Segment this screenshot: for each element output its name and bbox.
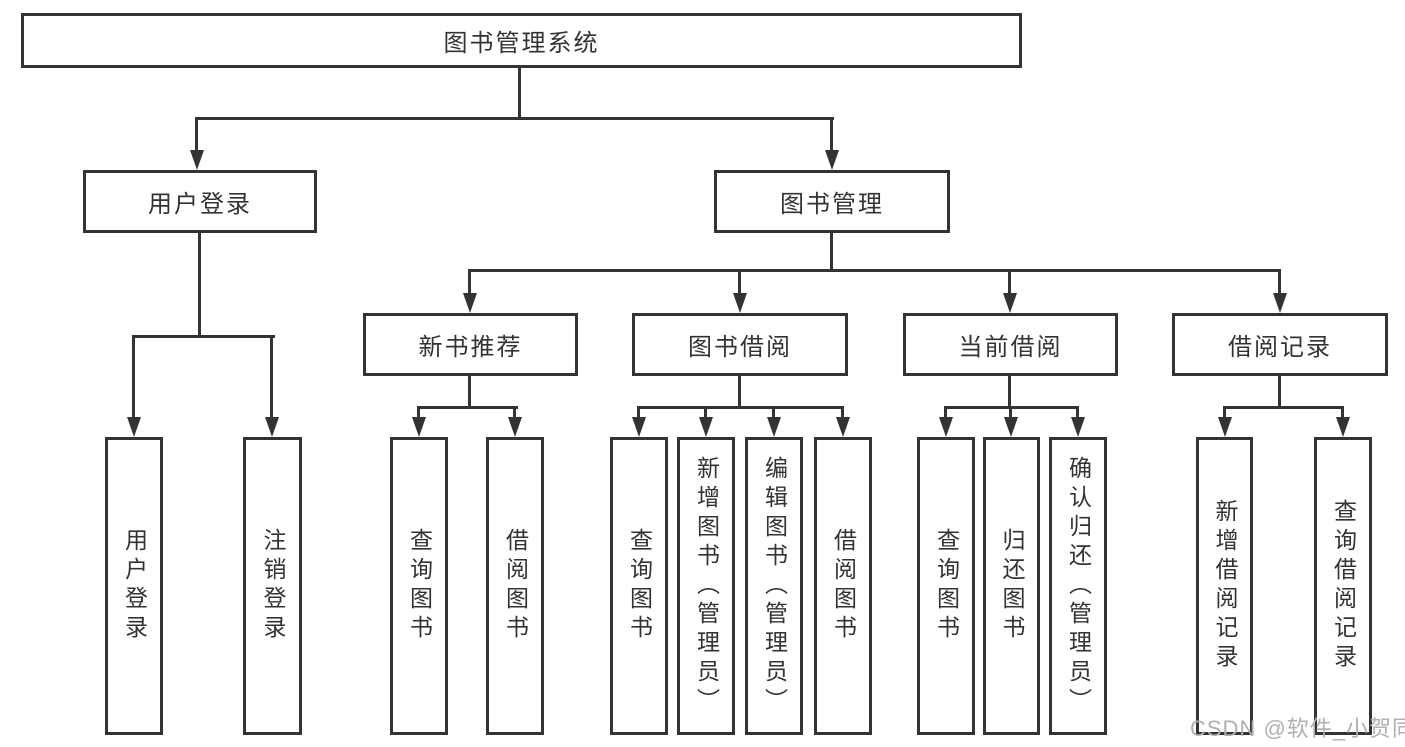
leaf-user-login: 用户登录 xyxy=(105,437,163,735)
connector-book-borrow-bar xyxy=(637,406,844,409)
connector-user-login-bar xyxy=(132,335,275,338)
connector-new-book-stem xyxy=(468,376,471,408)
node-book-borrow-label: 图书借阅 xyxy=(688,334,792,361)
connector-drop xyxy=(1076,406,1079,419)
arrowhead-down xyxy=(939,417,953,437)
leaf-return-books: 归还图书 xyxy=(983,437,1040,735)
arrowhead-down xyxy=(1071,417,1085,437)
connector-drop xyxy=(417,406,420,419)
connector-level2-bar xyxy=(195,117,834,120)
leaf-borrow-books-label: 借阅图书 xyxy=(830,528,857,644)
csdn-watermark: CSDN @软件_小贺同学 xyxy=(1190,716,1405,741)
connector-drop xyxy=(1223,406,1226,419)
node-book-management: 图书管理 xyxy=(714,170,950,233)
connector-new-book-bar xyxy=(417,406,518,409)
arrowhead-down xyxy=(699,417,713,437)
arrowhead-down xyxy=(632,417,646,437)
connector-current-borrow-stem xyxy=(1008,376,1011,408)
leaf-borrow-books-recommend: 借阅图书 xyxy=(486,437,544,735)
leaf-logout: 注销登录 xyxy=(243,437,302,735)
node-current-borrow-label: 当前借阅 xyxy=(958,334,1063,361)
arrowhead-down xyxy=(1004,417,1018,437)
leaf-query-books-borrow-label: 查询图书 xyxy=(626,528,653,644)
arrowhead-down xyxy=(1218,417,1232,437)
connector-drop xyxy=(1009,406,1012,419)
leaf-query-books-recommend-label: 查询图书 xyxy=(406,528,433,644)
connector-drop-user-login xyxy=(195,117,198,152)
arrowhead-down xyxy=(1336,417,1350,437)
connector-book-management-stem xyxy=(830,233,833,272)
leaf-add-books-admin-label: 新增图书（管理员） xyxy=(693,455,720,717)
arrowhead-down xyxy=(127,417,141,437)
leaf-add-books-admin: 新增图书（管理员） xyxy=(677,437,735,735)
leaf-edit-books-admin: 编辑图书（管理员） xyxy=(745,437,803,735)
connector-drop-book-borrow xyxy=(738,269,741,295)
leaf-add-borrow-record-label: 新增借阅记录 xyxy=(1212,499,1238,673)
leaf-user-login-label: 用户登录 xyxy=(121,528,148,644)
leaf-logout-label: 注销登录 xyxy=(260,528,286,644)
connector-root-stem xyxy=(518,66,521,120)
leaf-query-borrow-record: 查询借阅记录 xyxy=(1314,437,1372,735)
arrowhead-down xyxy=(412,417,426,437)
node-book-management-label: 图书管理 xyxy=(780,191,884,218)
leaf-confirm-return-admin-label: 确认归还（管理员） xyxy=(1065,455,1092,717)
connector-drop xyxy=(944,406,947,419)
connector-drop-new-book xyxy=(468,269,471,295)
node-borrow-records-label: 借阅记录 xyxy=(1228,334,1332,361)
connector-borrow-records-stem xyxy=(1278,376,1281,408)
arrowhead-down xyxy=(733,293,747,313)
arrowhead-down xyxy=(265,417,279,437)
node-current-borrow: 当前借阅 xyxy=(903,313,1118,376)
connector-book-borrow-stem xyxy=(738,376,741,408)
leaf-confirm-return-admin: 确认归还（管理员） xyxy=(1049,437,1107,735)
connector-drop xyxy=(841,406,844,419)
connector-drop xyxy=(513,406,516,419)
connector-level3-bar xyxy=(468,269,1281,272)
leaf-query-books-borrow: 查询图书 xyxy=(610,437,668,735)
connector-drop-book-management xyxy=(830,117,833,152)
node-borrow-records: 借阅记录 xyxy=(1172,313,1388,376)
leaf-query-books-recommend: 查询图书 xyxy=(390,437,448,735)
connector-user-login-stem xyxy=(198,233,201,338)
connector-drop-borrow-records xyxy=(1278,269,1281,295)
arrowhead-down xyxy=(1273,293,1287,313)
node-user-login-label: 用户登录 xyxy=(148,191,252,218)
leaf-query-books-current-label: 查询图书 xyxy=(933,528,960,644)
arrowhead-down xyxy=(1003,293,1017,313)
arrowhead-down xyxy=(836,417,850,437)
connector-drop xyxy=(704,406,707,419)
connector-drop-leaf-logout xyxy=(270,335,273,419)
connector-drop xyxy=(772,406,775,419)
leaf-borrow-books-recommend-label: 借阅图书 xyxy=(502,528,529,644)
node-library-management-system-label: 图书管理系统 xyxy=(443,30,600,57)
node-new-book-recommend: 新书推荐 xyxy=(363,313,578,376)
arrowhead-down xyxy=(508,417,522,437)
node-book-borrow: 图书借阅 xyxy=(632,313,848,376)
leaf-borrow-books: 借阅图书 xyxy=(814,437,872,735)
leaf-edit-books-admin-label: 编辑图书（管理员） xyxy=(761,455,788,717)
arrowhead-down xyxy=(825,150,839,170)
leaf-add-borrow-record: 新增借阅记录 xyxy=(1196,437,1253,735)
arrowhead-down xyxy=(767,417,781,437)
leaf-query-books-current: 查询图书 xyxy=(917,437,975,735)
arrowhead-down xyxy=(190,150,204,170)
connector-drop-leaf-user-login xyxy=(132,335,135,419)
node-new-book-recommend-label: 新书推荐 xyxy=(418,334,523,361)
connector-borrow-records-bar xyxy=(1223,406,1344,409)
node-library-management-system: 图书管理系统 xyxy=(21,13,1022,68)
connector-drop-current-borrow xyxy=(1008,269,1011,295)
leaf-return-books-label: 归还图书 xyxy=(999,528,1025,644)
node-user-login: 用户登录 xyxy=(83,170,317,233)
connector-drop xyxy=(1341,406,1344,419)
connector-drop xyxy=(637,406,640,419)
arrowhead-down xyxy=(463,293,477,313)
leaf-query-borrow-record-label: 查询借阅记录 xyxy=(1330,499,1357,673)
